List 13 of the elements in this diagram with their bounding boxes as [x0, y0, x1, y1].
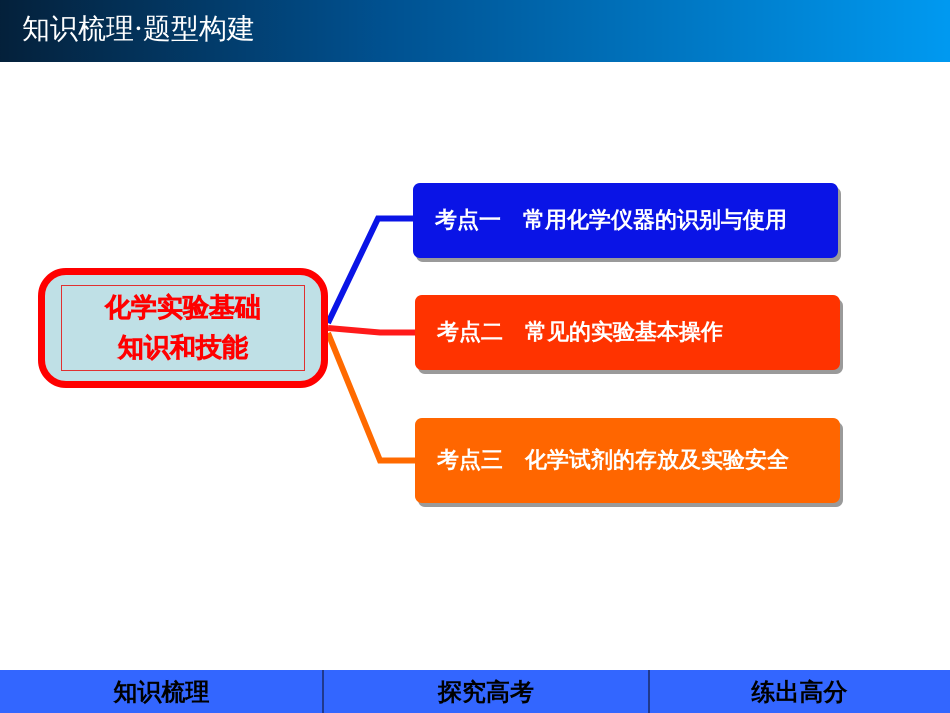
topic-box	[415, 295, 840, 370]
nav-tab-label: 知识梳理	[112, 676, 210, 708]
topic-text: 考点一 常用化学仪器的识别与使用	[434, 206, 788, 234]
topic-text: 化学实验基础知识和技能	[104, 292, 262, 365]
topic-box	[413, 183, 838, 258]
central-topic-box	[38, 268, 328, 388]
nav-tab-label: 探究高考	[436, 676, 535, 708]
topic-text: 考点三 化学试剂的存放及实验安全	[436, 446, 790, 474]
nav-tab-label: 练出高分	[750, 676, 848, 708]
slide-title: 知识梳理·题型构建	[22, 11, 255, 47]
topic-box	[415, 418, 840, 503]
topic-text: 考点二 常见的实验基本操作	[436, 318, 724, 346]
connector-line	[328, 325, 415, 336]
